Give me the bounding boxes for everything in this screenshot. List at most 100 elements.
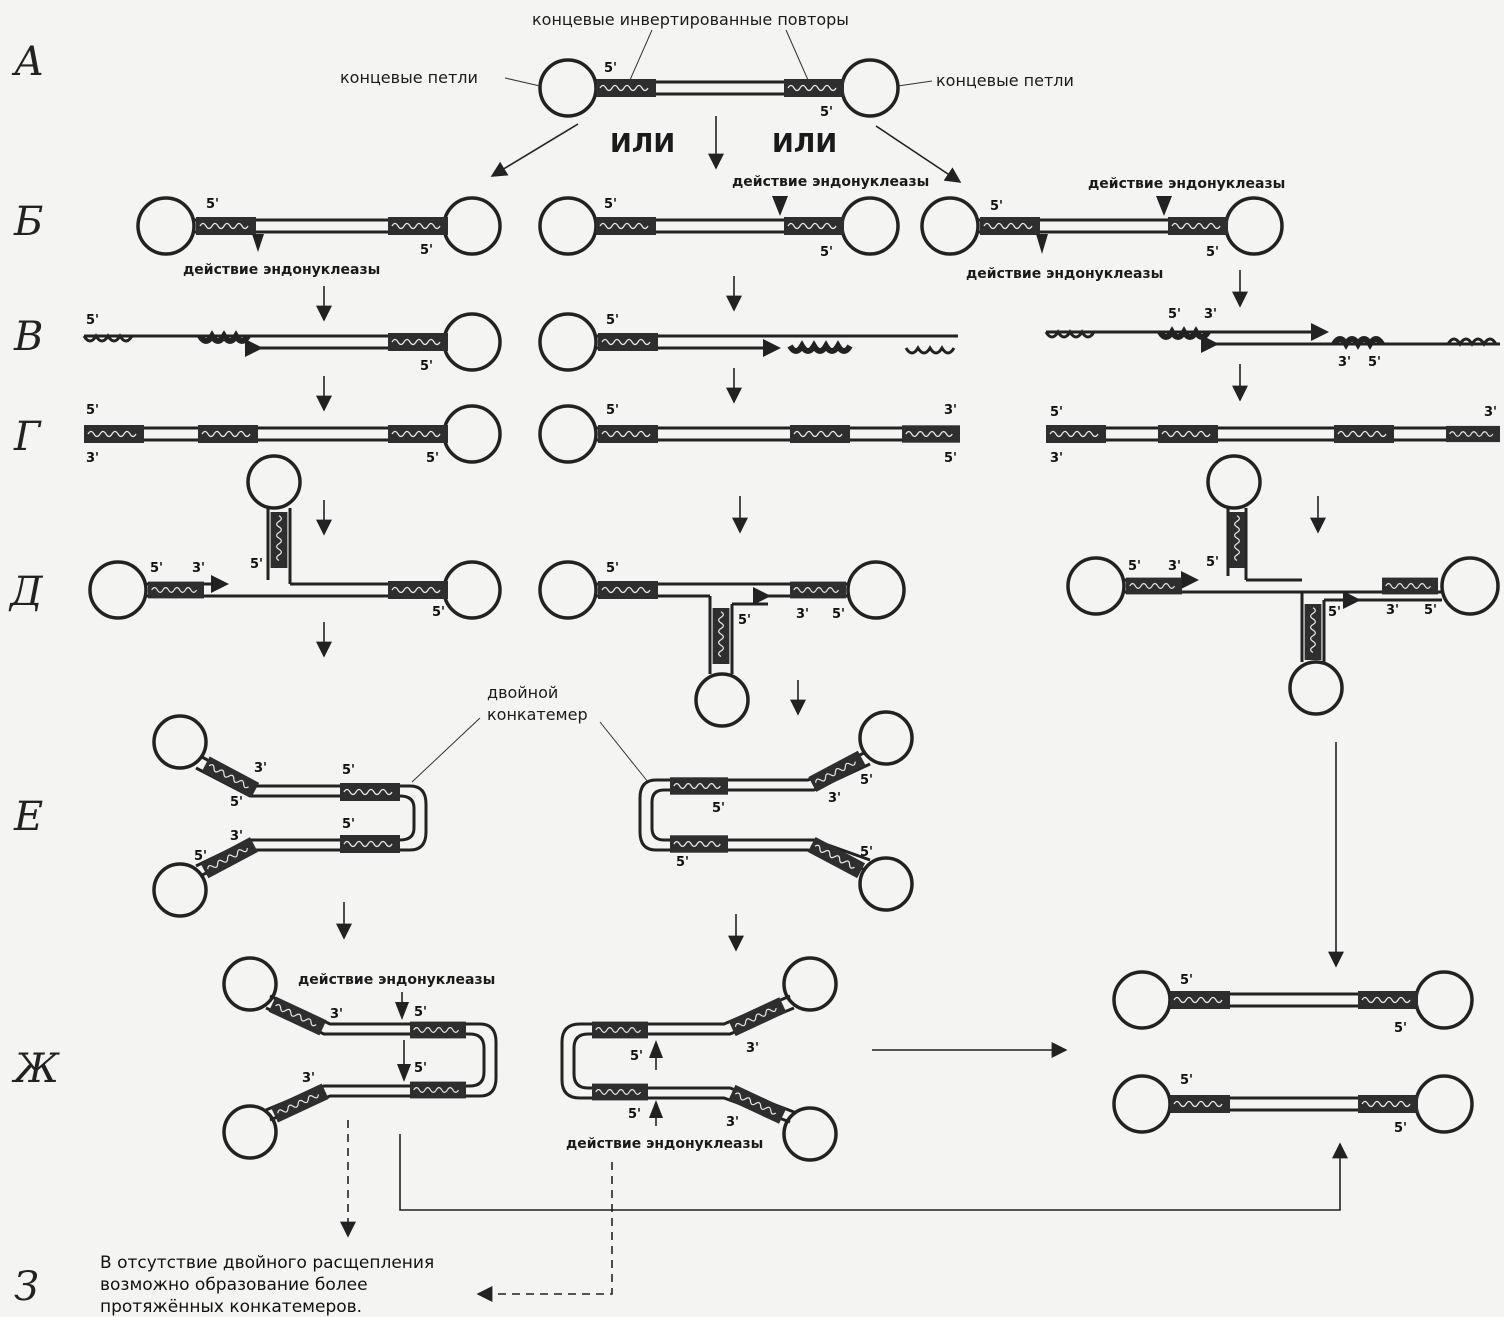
svg-text:5': 5' bbox=[832, 607, 845, 622]
arrow-zh-solid-to-result bbox=[400, 1134, 1340, 1210]
result-molecule-bottom: 5' 5' bbox=[1114, 1073, 1472, 1136]
svg-text:5': 5' bbox=[86, 403, 99, 418]
svg-text:5': 5' bbox=[86, 313, 99, 328]
svg-text:5': 5' bbox=[1394, 1021, 1407, 1036]
row-zh-concatemer-right: 5' 5' 3' 3' bbox=[562, 958, 836, 1160]
svg-text:3': 3' bbox=[828, 791, 841, 806]
row-v-molecule-middle: 5' bbox=[540, 313, 958, 370]
svg-text:5': 5' bbox=[676, 855, 689, 870]
svg-text:5': 5' bbox=[860, 773, 873, 788]
row-label-z: З bbox=[14, 1264, 39, 1310]
svg-text:5': 5' bbox=[820, 245, 833, 260]
result-molecule-top: 5' 5' bbox=[1114, 972, 1472, 1036]
svg-text:5': 5' bbox=[1050, 405, 1063, 420]
endonuclease-label-b-right-bottom: действие эндонуклеазы bbox=[966, 266, 1163, 282]
row-zh-concatemer-left: 5' 5' 3' 3' bbox=[224, 958, 496, 1158]
svg-text:5': 5' bbox=[414, 1005, 427, 1020]
svg-text:5': 5' bbox=[432, 605, 445, 620]
svg-text:5': 5' bbox=[628, 1107, 641, 1122]
endonuclease-label-zh-right: действие эндонуклеазы bbox=[566, 1136, 763, 1152]
svg-text:5': 5' bbox=[1206, 555, 1219, 570]
svg-text:5': 5' bbox=[738, 613, 751, 628]
svg-text:3': 3' bbox=[254, 761, 267, 776]
svg-text:3': 3' bbox=[1484, 405, 1497, 420]
svg-text:5': 5' bbox=[230, 795, 243, 810]
svg-text:5': 5' bbox=[606, 313, 619, 328]
svg-text:5': 5' bbox=[604, 197, 617, 212]
svg-text:5': 5' bbox=[1368, 355, 1381, 370]
row-v-molecule-right: 5' 3' 3' 5' bbox=[1046, 307, 1500, 370]
svg-text:5': 5' bbox=[990, 199, 1003, 214]
footnote-line-2: возможно образование более bbox=[100, 1275, 368, 1295]
row-label-v: В bbox=[13, 314, 43, 360]
svg-text:3': 3' bbox=[1050, 451, 1063, 466]
svg-text:3': 3' bbox=[796, 607, 809, 622]
svg-text:5': 5' bbox=[1180, 973, 1193, 988]
svg-text:3': 3' bbox=[330, 1007, 343, 1022]
svg-text:5': 5' bbox=[420, 243, 433, 258]
row-g-molecule-middle: 5' 3' 5' bbox=[540, 403, 960, 466]
endonuclease-label-b-right-top: действие эндонуклеазы bbox=[1088, 176, 1285, 192]
or-label-1: ИЛИ bbox=[610, 129, 675, 159]
svg-text:5': 5' bbox=[206, 197, 219, 212]
row-b-molecule-left: 5' 5' bbox=[138, 197, 500, 258]
footnote-line-3: протяжённых конкатемеров. bbox=[100, 1297, 362, 1317]
svg-text:5': 5' bbox=[860, 845, 873, 860]
row-b-molecule-middle: 5' 5' bbox=[540, 196, 898, 260]
svg-text:5': 5' bbox=[630, 1049, 643, 1064]
svg-text:5': 5' bbox=[820, 105, 833, 120]
svg-text:3': 3' bbox=[1338, 355, 1351, 370]
terminal-loops-left-label: концевые петли bbox=[340, 68, 478, 87]
row-g-molecule-left: 5' 3' 5' bbox=[84, 403, 500, 466]
row-label-d: Д bbox=[8, 569, 44, 615]
arrow-a-to-b-left bbox=[492, 124, 578, 176]
svg-text:5': 5' bbox=[150, 561, 163, 576]
svg-text:5': 5' bbox=[194, 849, 207, 864]
svg-text:3': 3' bbox=[302, 1071, 315, 1086]
footnote-line-1: В отсутствие двойного расщепления bbox=[100, 1253, 434, 1273]
svg-text:5': 5' bbox=[604, 61, 617, 76]
row-label-zh: Ж bbox=[11, 1046, 60, 1092]
row-d-molecule-left: 5' 3' 5' 5' bbox=[90, 456, 500, 620]
endonuclease-label-zh-left: действие эндонуклеазы bbox=[298, 972, 495, 988]
svg-text:5': 5' bbox=[1206, 245, 1219, 260]
svg-text:3': 3' bbox=[726, 1115, 739, 1130]
double-concatemer-label-1: двойной bbox=[487, 683, 558, 702]
svg-text:5': 5' bbox=[1328, 605, 1341, 620]
endonuclease-label-b-middle: действие эндонуклеазы bbox=[732, 174, 929, 190]
svg-text:3': 3' bbox=[944, 403, 957, 418]
svg-text:3': 3' bbox=[1204, 307, 1217, 322]
double-concatemer-label-2: конкатемер bbox=[487, 705, 588, 724]
row-label-b: Б bbox=[13, 199, 43, 245]
svg-text:5': 5' bbox=[1128, 559, 1141, 574]
svg-text:5': 5' bbox=[250, 557, 263, 572]
row-d-molecule-middle: 5' 5' 3' 5' bbox=[540, 561, 904, 726]
row-e-concatemer-right: 5' 5' 3' 5' 5' bbox=[640, 712, 912, 910]
svg-text:5': 5' bbox=[1394, 1121, 1407, 1136]
arrow-zh-dashed-to-z-right bbox=[478, 1162, 612, 1294]
svg-text:5': 5' bbox=[414, 1061, 427, 1076]
svg-text:3': 3' bbox=[1386, 603, 1399, 618]
svg-text:5': 5' bbox=[1424, 603, 1437, 618]
row-label-g: Г bbox=[13, 414, 42, 460]
svg-text:5': 5' bbox=[342, 763, 355, 778]
svg-text:5': 5' bbox=[426, 451, 439, 466]
row-label-a: А bbox=[11, 39, 44, 85]
terminal-repeats-label: концевые инвертированные повторы bbox=[532, 10, 849, 29]
terminal-loops-right-label: концевые петли bbox=[936, 71, 1074, 90]
svg-text:3': 3' bbox=[1168, 559, 1181, 574]
svg-text:5': 5' bbox=[1180, 1073, 1193, 1088]
row-label-e: Е bbox=[13, 794, 43, 840]
row-a-molecule: 5' 5' bbox=[540, 60, 898, 120]
or-label-2: ИЛИ bbox=[772, 129, 837, 159]
svg-text:3': 3' bbox=[86, 451, 99, 466]
svg-text:5': 5' bbox=[712, 801, 725, 816]
svg-text:3': 3' bbox=[746, 1041, 759, 1056]
row-g-molecule-right: 5' 3' 3' bbox=[1046, 405, 1500, 466]
svg-text:5': 5' bbox=[342, 817, 355, 832]
svg-text:5': 5' bbox=[420, 359, 433, 374]
svg-text:5': 5' bbox=[1168, 307, 1181, 322]
row-e-concatemer-left: 3' 5' 5' 5' 3' 5' bbox=[154, 716, 426, 916]
endonuclease-label-b-left: действие эндонуклеазы bbox=[183, 262, 380, 278]
